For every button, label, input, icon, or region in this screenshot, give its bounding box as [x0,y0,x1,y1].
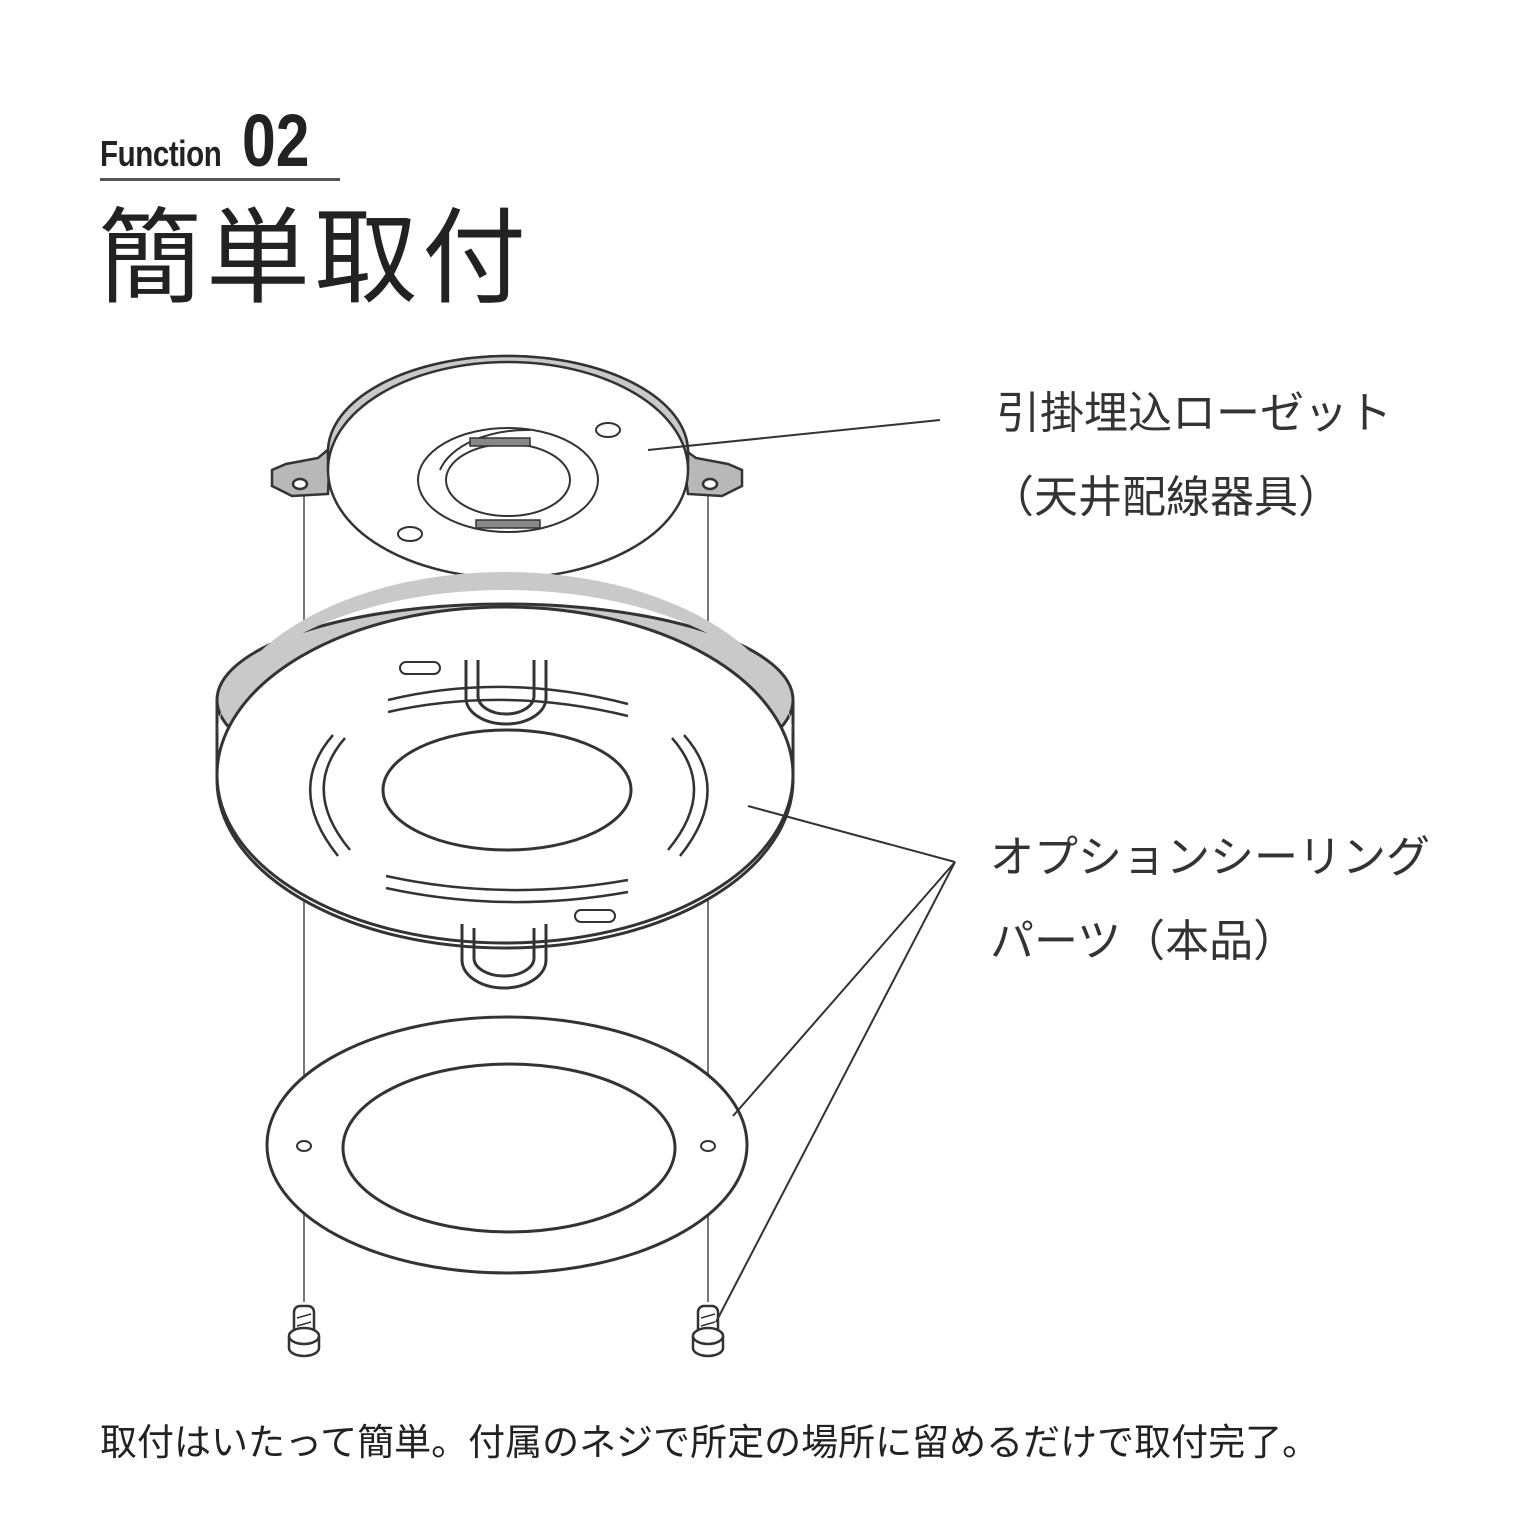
page-title: 簡単取付 [98,197,531,319]
rosette-label-line1: 引掛埋込ローゼット [996,388,1392,439]
gasket-ring [265,1015,749,1275]
rosette-bracket-left [270,445,332,498]
function-word: Function [100,133,222,174]
heading-underline [100,178,340,181]
screw-left [287,1304,321,1358]
option-label-line2: パーツ（本品） [990,915,1298,967]
function-heading: Function 02 [100,98,324,182]
u-hook-bottom [460,924,548,990]
screw-right [691,1304,725,1358]
option-ceiling-plate [215,572,795,990]
rosette-label: 引掛埋込ローゼット （天井配線器具） [990,372,1392,539]
rosette-bracket-right [680,445,744,498]
option-parts-label: オプションシーリング パーツ（本品） [990,816,1430,983]
option-label-line1: オプションシーリング [990,832,1430,883]
u-hook-top [464,660,548,726]
function-number: 02 [241,99,310,182]
rosette-label-line2: （天井配線器具） [990,471,1342,523]
leader-lines [647,419,956,1323]
instruction-caption: 取付はいたって簡単。付属のネジで所定の場所に留めるだけで取付完了。 [100,1421,1320,1464]
ceiling-rosette [270,354,744,580]
